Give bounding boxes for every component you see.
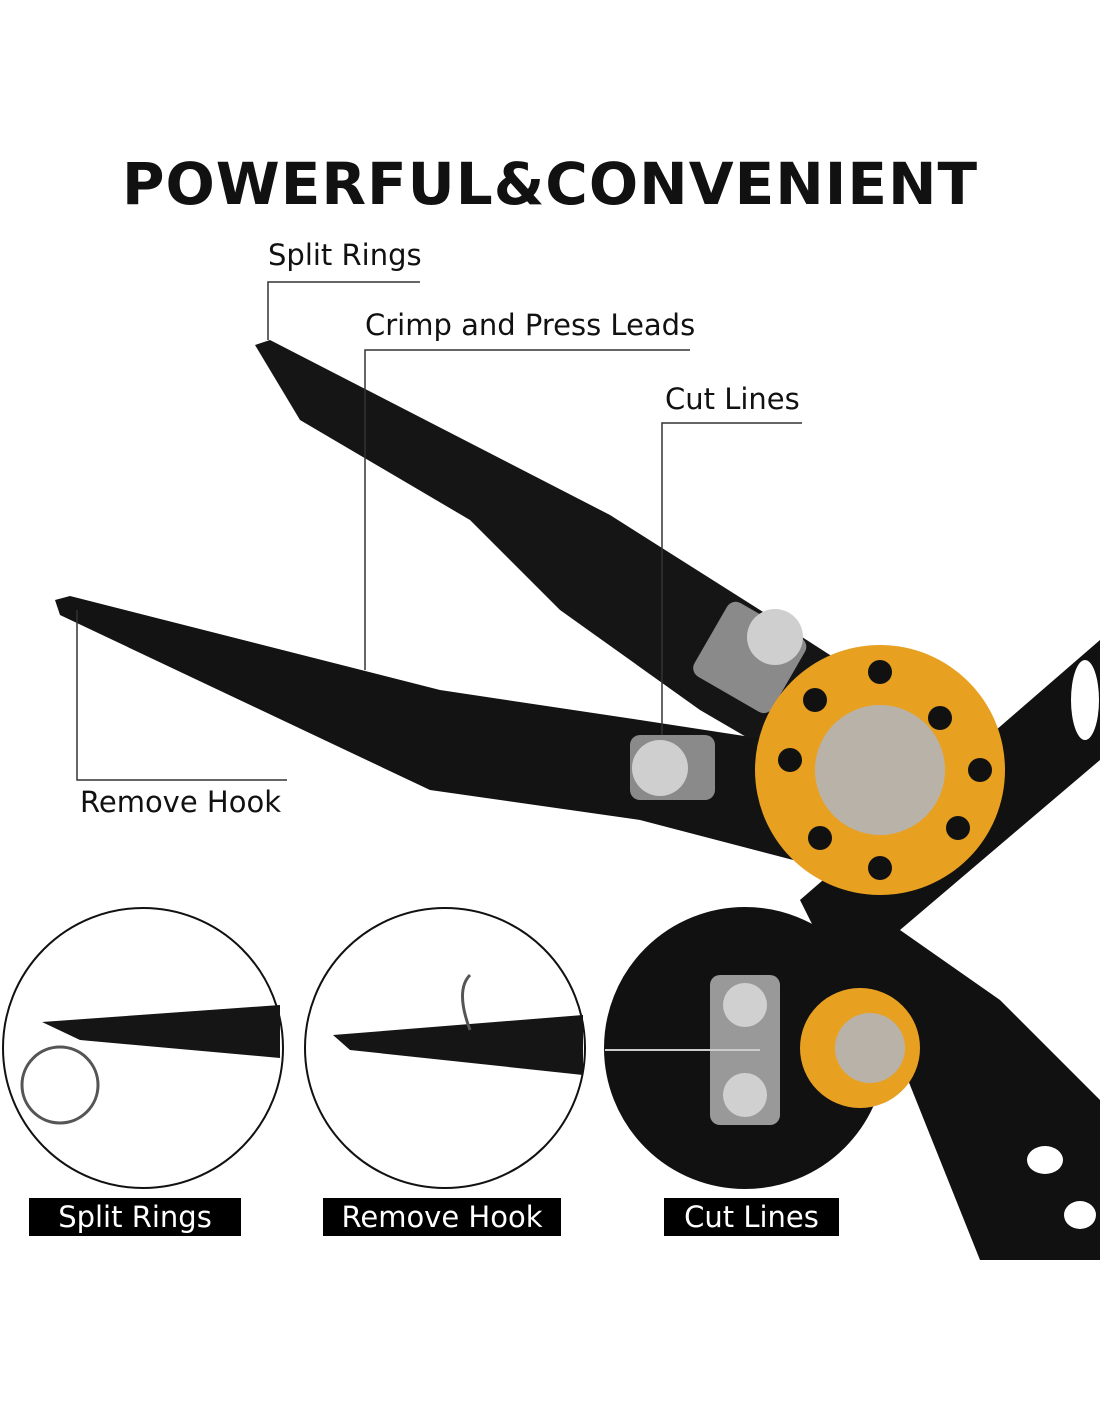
upper-screw xyxy=(747,609,803,665)
tag-remove-hook: Remove Hook xyxy=(323,1198,561,1236)
tag-cut-lines: Cut Lines xyxy=(664,1198,839,1236)
tag-split-rings: Split Rings xyxy=(29,1198,241,1236)
callout-cut-lines: Cut Lines xyxy=(665,382,800,416)
detail-circle-split-rings xyxy=(2,907,284,1189)
callout-remove-hook: Remove Hook xyxy=(80,785,281,819)
page-title: POWERFUL&CONVENIENT xyxy=(121,150,979,218)
pliers-handles xyxy=(800,640,1100,1260)
lower-screw xyxy=(632,740,688,796)
detail-circle-remove-hook xyxy=(304,907,586,1189)
lower-jaw xyxy=(55,596,960,880)
callout-split-rings: Split Rings xyxy=(268,238,422,272)
callout-crimp: Crimp and Press Leads xyxy=(365,308,696,342)
leader-lines xyxy=(76,281,802,781)
detail-circle-cut-lines xyxy=(604,907,920,1189)
